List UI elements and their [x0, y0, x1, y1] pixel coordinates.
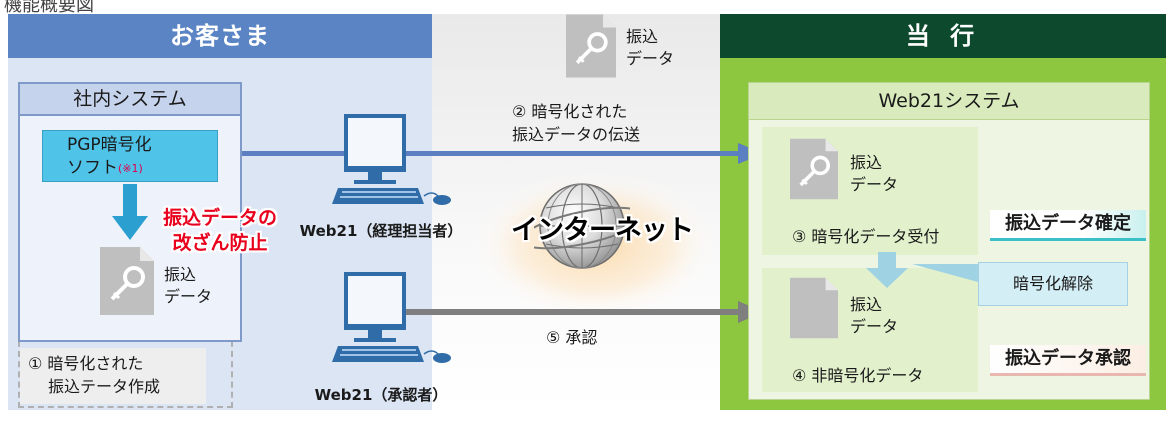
- pgp-line2-wrap: ソフト(※1): [67, 157, 217, 180]
- decrypted-doc-label: 振込 データ: [850, 294, 898, 338]
- step1-line2: 振込テータ作成: [48, 377, 161, 396]
- step1-line1: ① 暗号化された: [28, 354, 144, 373]
- web21-system-title: Web21システム: [748, 82, 1150, 120]
- pgp-line1: PGP暗号化: [67, 135, 152, 155]
- customer-header: お客さま: [8, 14, 432, 58]
- internet-label: インターネット: [511, 215, 694, 246]
- tamper-prevention-label: 振込データの 改ざん防止: [150, 206, 290, 256]
- step4-label: ④ 非暗号化データ: [792, 366, 924, 385]
- step5-label: ⑤ 承認: [546, 328, 598, 347]
- bank-header-label: 当 行: [905, 22, 981, 50]
- data-approve-label: 振込データ承認: [990, 345, 1146, 376]
- transmit-arrow-shaft: [242, 151, 742, 156]
- in-house-system-title: 社内システム: [18, 82, 242, 116]
- transmitted-doc-label-line2: データ: [626, 49, 675, 68]
- decrypted-doc-label-line2: データ: [850, 317, 899, 336]
- transmitted-doc-label: 振込 データ: [626, 26, 674, 70]
- bank-header: 当 行: [720, 14, 1166, 58]
- customer-doc-label: 振込 データ: [164, 264, 212, 308]
- pgp-note: (※1): [118, 162, 143, 175]
- bank-encrypted-doc-label-line1: 振込: [850, 153, 883, 172]
- transmitted-doc-label-line1: 振込: [626, 27, 659, 46]
- customer-doc-label-line2: データ: [164, 287, 213, 306]
- encrypt-down-arrow: [112, 184, 148, 240]
- step2-line2: 振込データの伝送: [512, 125, 641, 144]
- decrypted-document-icon: [790, 277, 838, 339]
- bank-encrypted-doc-label: 振込 データ: [850, 152, 898, 196]
- step3-label: ③ 暗号化データ受付: [792, 227, 940, 246]
- accounting-pc-icon: [332, 114, 451, 205]
- decrypt-arrow: [866, 252, 978, 288]
- transmitted-document-icon: [566, 14, 616, 78]
- step1-label: ① 暗号化された 振込テータ作成: [20, 348, 206, 404]
- step2-line1: ② 暗号化された: [512, 102, 628, 121]
- approve-arrow-shaft: [402, 309, 740, 315]
- pgp-line2: ソフト: [67, 158, 118, 178]
- approver-pc-icon: [332, 272, 451, 363]
- customer-header-label: お客さま: [170, 22, 270, 50]
- approver-pc-label: Web21（承認者）: [314, 386, 448, 404]
- globe-icon: [534, 183, 630, 269]
- decrypt-label-box: 暗号化解除: [978, 262, 1128, 306]
- accounting-pc-label: Web21（経理担当者）: [299, 222, 463, 240]
- step2-label: ② 暗号化された 振込データの伝送: [512, 100, 640, 146]
- tamper-line2: 改ざん防止: [172, 232, 268, 254]
- bank-encrypted-document-icon: [790, 138, 838, 200]
- tamper-line1: 振込データの: [162, 207, 277, 229]
- encrypted-document-icon: [100, 247, 154, 315]
- diagram-title: 機能概要図: [4, 0, 94, 16]
- data-confirm-label: 振込データ確定: [990, 210, 1146, 241]
- customer-doc-label-line1: 振込: [164, 265, 197, 284]
- decrypted-doc-label-line1: 振込: [850, 295, 883, 314]
- bank-encrypted-doc-label-line2: データ: [850, 175, 899, 194]
- pgp-software-box: PGP暗号化 ソフト(※1): [42, 130, 218, 182]
